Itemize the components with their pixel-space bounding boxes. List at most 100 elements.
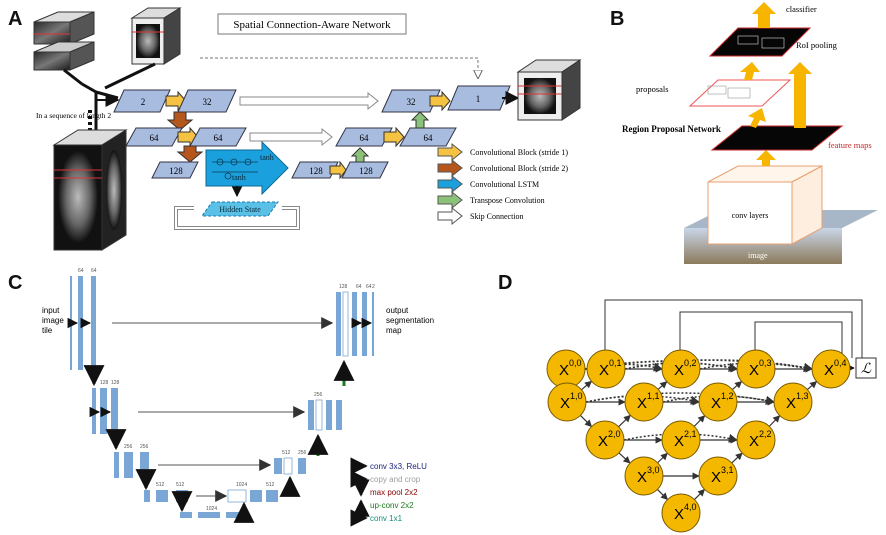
- node-superscript: 3,1: [721, 465, 734, 475]
- proposals-plane: [688, 79, 792, 107]
- node-superscript: 4,0: [684, 502, 697, 512]
- classifier-label: classifier: [786, 4, 817, 14]
- legend-c-item: conv 1x1: [370, 514, 403, 523]
- block-dec-32-label: 32: [407, 97, 416, 107]
- legend-a-swatch: [437, 174, 463, 194]
- title-box: [217, 13, 407, 35]
- hidden-state-block: [201, 201, 279, 217]
- legend-c-item: max pool 2x2: [370, 488, 418, 497]
- ch-128-dec: 128: [339, 284, 348, 290]
- ch-64-dec-b: 64: [366, 284, 372, 290]
- legend-a-swatch: [437, 190, 463, 210]
- block-dec-64b-label: 64: [424, 133, 434, 143]
- legend-a-swatch: [437, 158, 463, 178]
- classifier-arrow: [752, 2, 776, 28]
- legend-a-swatch: [437, 142, 463, 162]
- lstm-tanh-label: tanh: [260, 153, 274, 162]
- conv-edge: [806, 380, 818, 390]
- feature-maps-plane: [710, 125, 844, 151]
- ch-256-dec: 256: [314, 392, 323, 398]
- block-dec-1: [447, 85, 511, 111]
- node-label: X: [599, 362, 609, 379]
- node-superscript: 0,1: [609, 358, 622, 368]
- node-label: X: [637, 469, 647, 486]
- block-enc-64a-label: 64: [150, 133, 160, 143]
- node-superscript: 0,2: [684, 358, 697, 368]
- node-superscript: 1,3: [796, 391, 809, 401]
- node-superscript: 1,2: [721, 391, 734, 401]
- ch-128b: 128: [111, 380, 120, 386]
- block-dec-128a: [291, 161, 339, 179]
- node-label: X: [749, 362, 759, 379]
- legend-c-item: copy and crop: [370, 475, 421, 484]
- node-label: X: [559, 362, 569, 379]
- network-title: Spatial Connection-Aware Network: [233, 19, 391, 31]
- block-enc-64b: [189, 127, 247, 147]
- legend-a-item: Skip Connection: [470, 212, 524, 221]
- ch-512a: 512: [156, 482, 165, 488]
- block-enc-64b-label: 64: [214, 133, 224, 143]
- legend-c: conv 3x3, ReLU copy and crop max pool 2x2 u…: [350, 457, 427, 527]
- ch-512b: 512: [176, 482, 185, 488]
- ch-256-dec-b: 256: [298, 450, 307, 456]
- ch-64b: 64: [91, 268, 97, 274]
- panel-label-a: A: [8, 8, 23, 30]
- block-enc-128: [151, 161, 199, 179]
- feature-to-roi-arrow: [788, 62, 812, 128]
- conv-edge: [694, 488, 706, 500]
- node-label: X: [598, 433, 608, 450]
- rpn-label: Region Proposal Network: [622, 124, 721, 134]
- legend-a-item: Transpose Convolution: [470, 196, 545, 205]
- node-superscript: 2,0: [608, 429, 621, 439]
- conv-edge: [693, 415, 706, 427]
- node-label: X: [674, 362, 684, 379]
- ch-2: 2: [372, 284, 375, 290]
- node-superscript: 0,4: [834, 358, 847, 368]
- node-label: X: [674, 506, 684, 523]
- loss-box: [855, 357, 877, 379]
- block-dec-128a-label: 128: [309, 166, 323, 176]
- block-enc-128-label: 128: [169, 166, 183, 176]
- panel-label-b: B: [610, 8, 625, 30]
- node-superscript: 1,1: [647, 391, 660, 401]
- node-label: X: [786, 395, 796, 412]
- node-superscript: 2,2: [759, 429, 772, 439]
- block-enc-2: [113, 89, 171, 113]
- block-dec-64a: [335, 127, 393, 147]
- conv-edge: [731, 380, 743, 390]
- legend-c-item: up-conv 2x2: [370, 501, 414, 510]
- skip-arrow-level2: [249, 127, 333, 147]
- loss-symbol: ℒ: [861, 362, 872, 377]
- node-label: X: [560, 395, 570, 412]
- transpose-conv-arrow: [410, 111, 430, 129]
- feature-maps-label: feature maps: [828, 140, 872, 150]
- conv-edge: [581, 380, 593, 391]
- ch-1024: 1024: [206, 506, 217, 512]
- roi-pooling-label: RoI pooling: [796, 40, 838, 50]
- conv-edge: [657, 381, 668, 390]
- ch-64a: 64: [78, 268, 84, 274]
- legend-a-swatch: [437, 206, 463, 226]
- conv-edge: [657, 489, 669, 501]
- hidden-state-label: Hidden State: [219, 205, 261, 214]
- legend-a: Convolutional Block (stride 1)Convolutio…: [437, 142, 568, 226]
- conv-lstm-block: tanh tanh: [205, 140, 289, 196]
- skip-edge: [624, 359, 813, 372]
- block-enc-32: [177, 89, 237, 113]
- legend-c-item: conv 3x3, ReLU: [370, 462, 427, 471]
- node-label: X: [674, 433, 684, 450]
- ch-64-dec-a: 64: [356, 284, 362, 290]
- conv-layers-box: conv layers: [707, 165, 823, 245]
- panel-label-c: C: [8, 272, 23, 294]
